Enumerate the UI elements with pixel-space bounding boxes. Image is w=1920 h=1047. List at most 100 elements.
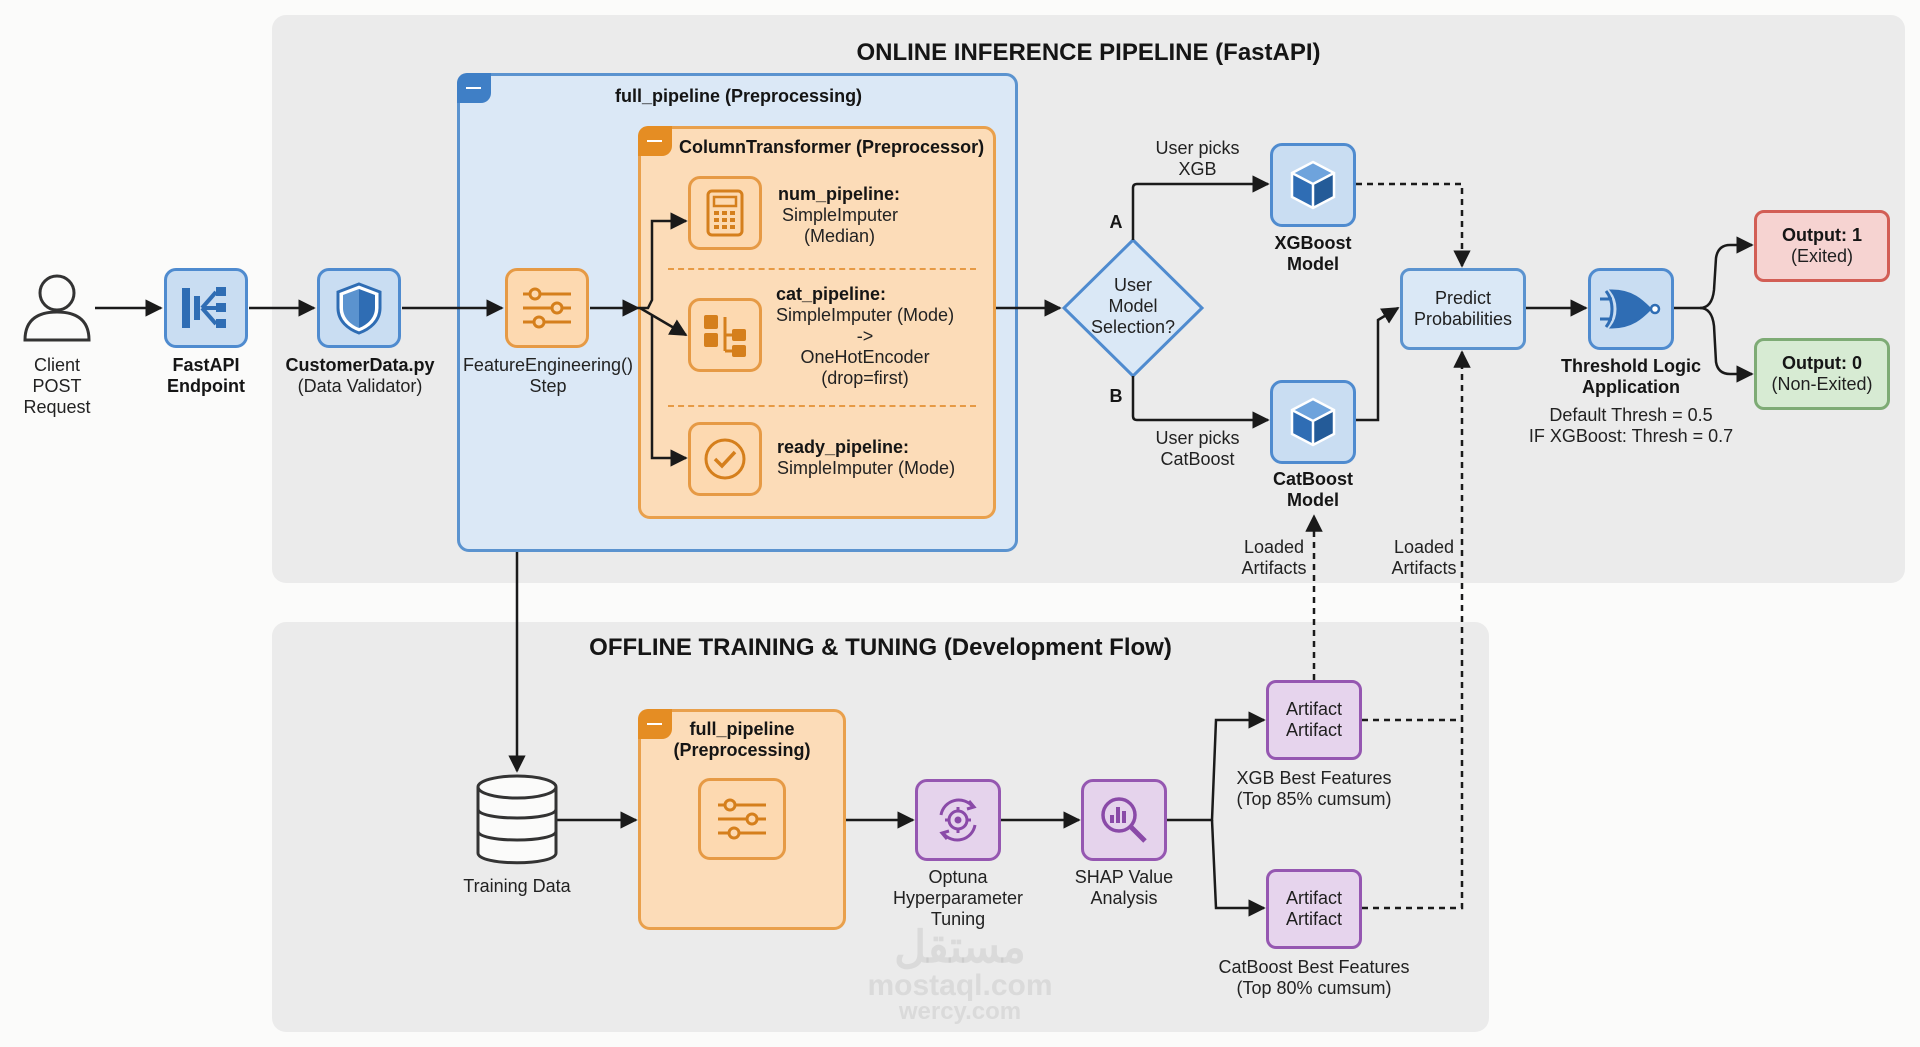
cat-artifact-label-2: Artifact <box>1285 909 1342 929</box>
cube-icon <box>1290 160 1336 210</box>
optuna-label-3: Tuning <box>930 909 986 929</box>
xgboost-model-label-1: XGBoost <box>1274 233 1352 253</box>
fastapi-label-2: Endpoint <box>167 376 245 396</box>
selection-label-2: Model <box>1108 296 1158 316</box>
shap-label: SHAP Value Analysis <box>1064 867 1184 909</box>
num-pipeline-node[interactable] <box>688 176 762 250</box>
shap-label-2: Analysis <box>1090 888 1158 908</box>
output-non-exited-node[interactable]: Output: 0 (Non-Exited) <box>1754 338 1890 410</box>
edge-cat-label-2: CatBoost <box>1160 449 1235 469</box>
cat-pipeline-line3: OneHotEncoder <box>800 347 930 367</box>
catboost-artifact-node[interactable]: Artifact Artifact <box>1266 869 1362 949</box>
optuna-tuning-node[interactable] <box>915 779 1001 861</box>
fastapi-label-1: FastAPI <box>172 355 240 375</box>
watermark-line-2: mostaql.com <box>867 969 1053 1002</box>
fastapi-icon <box>182 287 226 328</box>
optuna-label-1: Optuna <box>928 867 988 887</box>
xgboost-model-label: XGBoost Model <box>1258 233 1368 275</box>
cat-pipeline-line4: (drop=first) <box>821 368 909 388</box>
column-transformer-title: ColumnTransformer (Preprocessor) <box>679 137 985 157</box>
catboost-model-label-2: Model <box>1287 490 1339 510</box>
threshold-note-2: IF XGBoost: Thresh = 0.7 <box>1528 426 1734 446</box>
edge-cat-label: User picks CatBoost <box>1140 428 1255 470</box>
client-label-3: Request <box>23 397 91 417</box>
watermark-line-1: مستقل <box>894 923 1026 972</box>
gear-refresh-icon <box>939 798 977 842</box>
catboost-best-features-label: CatBoost Best Features (Top 80% cumsum) <box>1204 957 1424 999</box>
ready-pipeline-node[interactable] <box>688 422 762 496</box>
num-pipeline-text: num_pipeline: SimpleImputer (Median) <box>778 184 900 247</box>
feature-engineering-label-2: Step <box>529 376 567 396</box>
offline-full-pipeline-title-2: (Preprocessing) <box>673 740 811 760</box>
output0-sub: (Non-Exited) <box>1771 374 1873 394</box>
client-label: Client POST Request <box>17 355 97 418</box>
catboost-model-node[interactable] <box>1270 380 1356 464</box>
collapse-icon[interactable] <box>638 709 672 739</box>
offline-preprocessing-node[interactable] <box>698 778 786 860</box>
validator-label-1: CustomerData.py <box>285 355 435 375</box>
predict-label-2: Probabilities <box>1413 309 1513 329</box>
feature-engineering-label-1: FeatureEngineering() <box>462 355 634 375</box>
loaded-right-2: Artifacts <box>1391 558 1457 578</box>
feature-engineering-node[interactable] <box>505 268 589 348</box>
threshold-logic-node[interactable] <box>1588 268 1674 350</box>
offline-full-pipeline-title-1: full_pipeline <box>689 719 795 739</box>
customer-data-validator-node[interactable] <box>317 268 401 348</box>
fastapi-endpoint-node[interactable] <box>164 268 248 348</box>
xgb-artifact-node[interactable]: Artifact Artifact <box>1266 680 1362 760</box>
watermark: مستقل mostaql.com wercy.com <box>830 923 1090 1025</box>
cube-icon <box>1290 397 1336 447</box>
output1-sub: (Exited) <box>1790 246 1853 266</box>
check-circle-icon <box>704 438 746 480</box>
ready-pipeline-line1: SimpleImputer (Mode) <box>777 458 956 478</box>
offline-full-pipeline-title: full_pipeline (Preprocessing) <box>655 719 829 761</box>
predict-label-1: Predict <box>1434 288 1492 308</box>
sliders-icon <box>523 287 571 329</box>
threshold-note-1: Default Thresh = 0.5 <box>1549 405 1713 425</box>
output1-label: Output: 1 <box>1782 225 1862 245</box>
watermark-line-3: wercy.com <box>898 998 1022 1025</box>
sliders-icon <box>718 798 766 840</box>
collapse-icon[interactable] <box>638 126 672 156</box>
magnifier-chart-icon <box>1101 797 1147 843</box>
xgboost-model-label-2: Model <box>1287 254 1339 274</box>
selection-label-3: Selection? <box>1090 317 1176 337</box>
logic-gate-icon <box>1600 289 1661 329</box>
xgboost-model-node[interactable] <box>1270 143 1356 227</box>
num-pipeline-head: num_pipeline: <box>778 184 901 204</box>
hierarchy-icon <box>704 315 746 357</box>
loaded-right-1: Loaded <box>1393 537 1455 557</box>
cat-best-features-1: CatBoost Best Features <box>1218 957 1410 977</box>
client-label-1: Client <box>33 355 81 375</box>
cat-best-features-2: (Top 80% cumsum) <box>1236 978 1392 998</box>
edge-xgb-label-2: XGB <box>1178 159 1217 179</box>
cat-pipeline-node[interactable] <box>688 298 762 372</box>
edge-xgb-label-1: User picks <box>1155 138 1240 158</box>
xgb-artifact-label-2: Artifact <box>1285 720 1342 740</box>
loaded-left-1: Loaded <box>1243 537 1305 557</box>
loaded-artifacts-left: Loaded Artifacts <box>1226 537 1322 579</box>
ready-pipeline-head: ready_pipeline: <box>777 437 910 457</box>
shap-analysis-node[interactable] <box>1081 779 1167 861</box>
online-region-title: ONLINE INFERENCE PIPELINE (FastAPI) <box>856 39 1321 66</box>
validator-label: CustomerData.py (Data Validator) <box>275 355 445 397</box>
edge-xgb-label: User picks XGB <box>1140 138 1255 180</box>
person-icon <box>23 274 91 342</box>
selection-label: User Model Selection? <box>1083 275 1183 338</box>
loaded-left-2: Artifacts <box>1241 558 1307 578</box>
num-pipeline-line2: (Median) <box>804 226 876 246</box>
client-label-2: POST <box>32 376 82 396</box>
ready-pipeline-text: ready_pipeline: SimpleImputer (Mode) <box>777 437 955 479</box>
cat-pipeline-line2: -> <box>856 326 874 346</box>
collapse-icon[interactable] <box>457 73 491 103</box>
threshold-label: Threshold Logic Application Default Thre… <box>1510 356 1752 447</box>
offline-region-title: OFFLINE TRAINING & TUNING (Development F… <box>589 634 1172 661</box>
cat-pipeline-line1: SimpleImputer (Mode) <box>776 305 955 325</box>
output-exited-node[interactable]: Output: 1 (Exited) <box>1754 210 1890 282</box>
validator-label-2: (Data Validator) <box>297 376 423 396</box>
divider <box>668 405 976 407</box>
edge-cat-label-1: User picks <box>1155 428 1240 448</box>
xgb-artifact-label-1: Artifact <box>1285 699 1342 719</box>
